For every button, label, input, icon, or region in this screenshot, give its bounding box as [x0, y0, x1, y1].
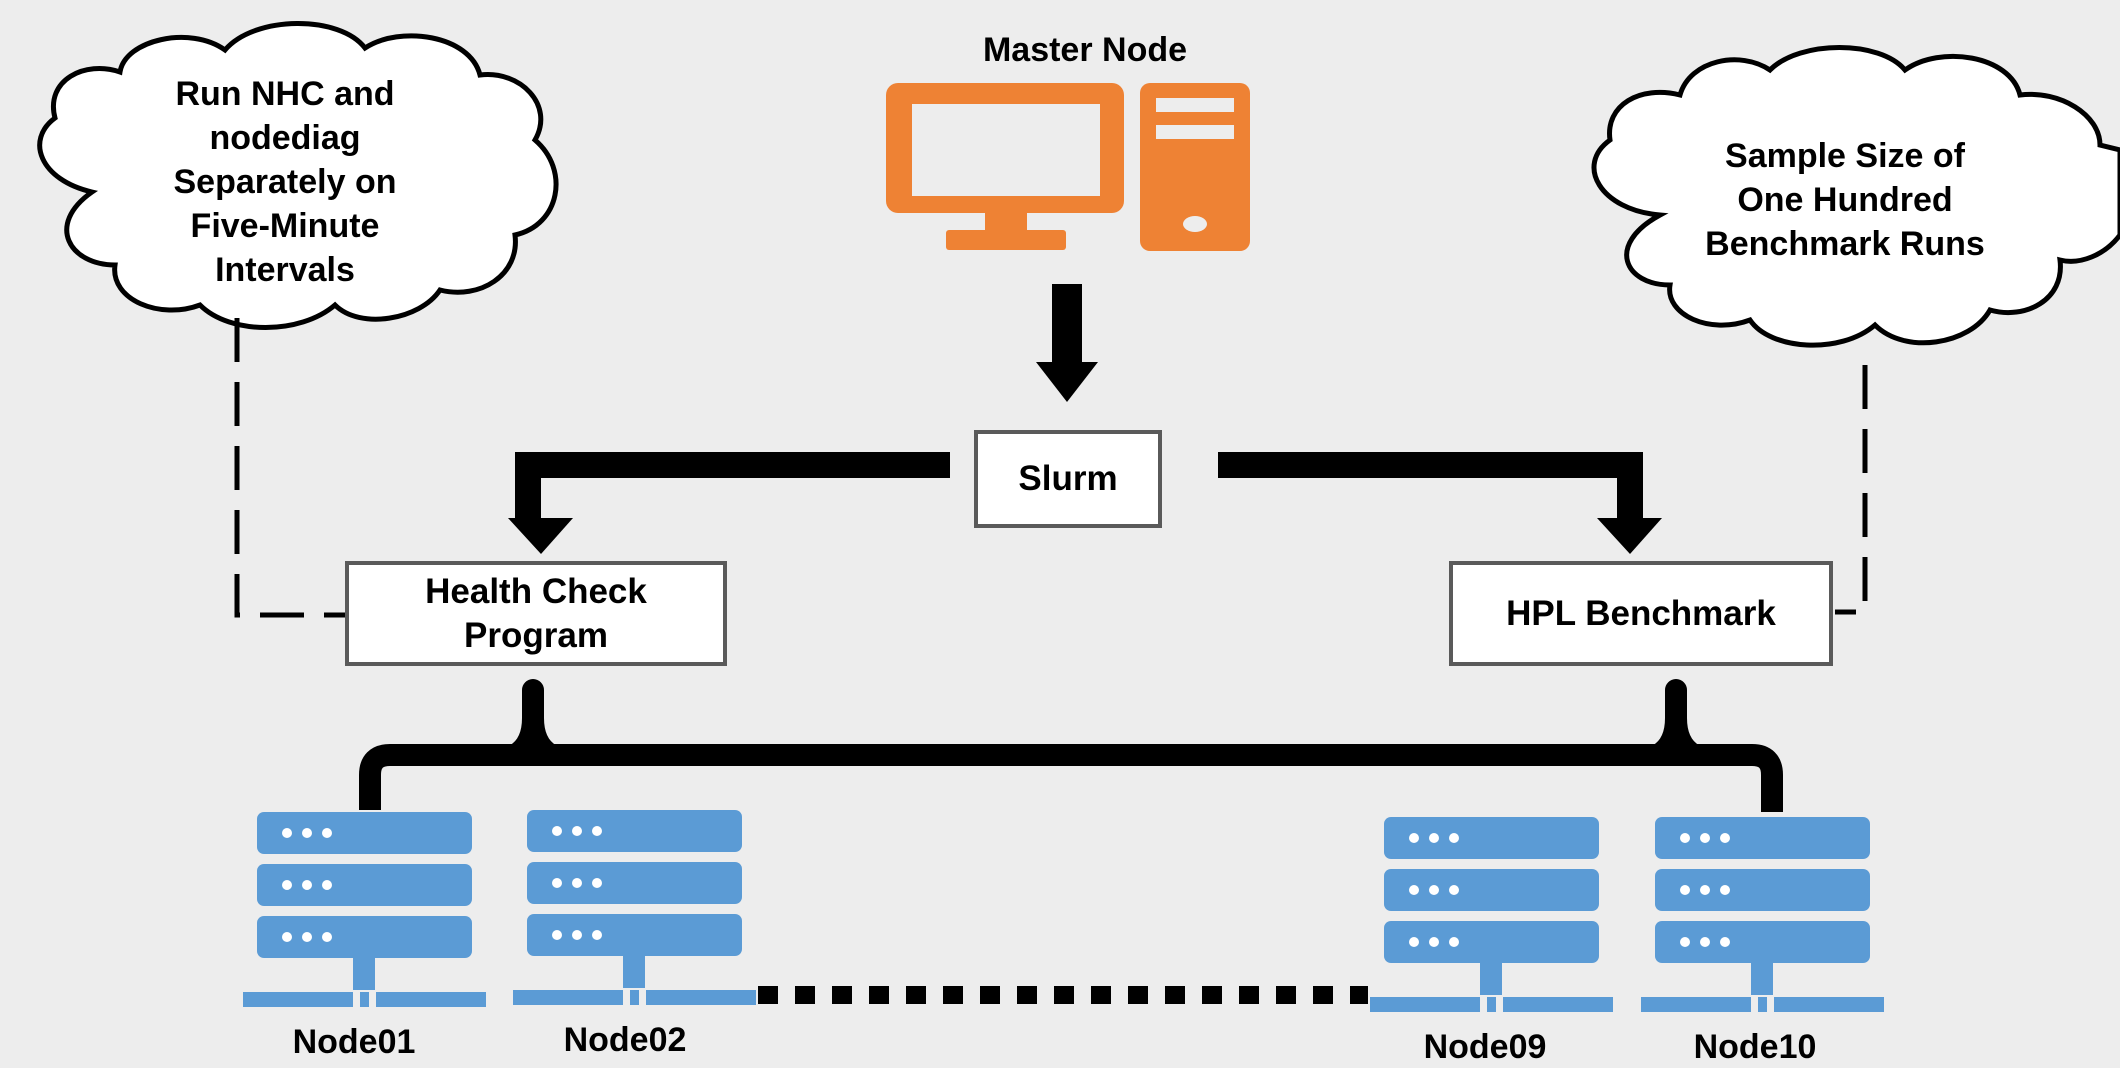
hpl-benchmark-label: HPL Benchmark	[1506, 593, 1776, 633]
cloud-right-text: Sample Size of One Hundred Benchmark Run…	[1660, 134, 2030, 266]
arrow-master-to-slurm	[1036, 284, 1098, 402]
tower-icon	[1140, 83, 1250, 251]
server-icon-node02	[513, 810, 756, 1005]
node-bus-connector	[359, 679, 1783, 812]
cloud-right-line: Sample Size of	[1725, 137, 1965, 175]
health-check-box: Health Check Program	[345, 561, 727, 666]
server-icon-node10	[1641, 817, 1884, 1012]
arrow-slurm-to-health-check	[508, 452, 950, 554]
health-check-label-line2: Program	[464, 615, 608, 655]
slurm-label: Slurm	[1018, 459, 1118, 498]
cloud-left-text: Run NHC and nodediag Separately on Five-…	[100, 72, 470, 292]
dashed-connector-right	[1835, 365, 1868, 615]
cloud-left-shape	[37, 21, 559, 330]
hpl-benchmark-box: HPL Benchmark	[1449, 561, 1833, 666]
health-check-label-line1: Health Check	[425, 571, 647, 611]
server-icon-node09	[1370, 817, 1613, 1012]
master-node-label: Master Node	[982, 31, 1188, 69]
arrow-slurm-to-benchmark	[1218, 452, 1662, 554]
node-label-node09: Node09	[1423, 1028, 1547, 1066]
dashed-connector-left	[234, 318, 346, 618]
cloud-left-line: Five-Minute	[190, 207, 380, 245]
cloud-right-shape	[1591, 45, 2120, 348]
monitor-icon	[886, 83, 1124, 250]
cloud-right	[1591, 45, 2120, 348]
cloud-right-line: One Hundred	[1737, 181, 1953, 219]
cloud-left-line: Intervals	[215, 251, 355, 289]
node-label-node02: Node02	[563, 1021, 687, 1059]
node-label-node01: Node01	[292, 1023, 416, 1061]
cloud-right-line: Benchmark Runs	[1705, 225, 1985, 263]
slurm-box: Slurm	[974, 430, 1162, 528]
server-icon-node01	[243, 812, 486, 1007]
cloud-left	[37, 21, 559, 330]
cloud-left-line: Separately on	[173, 163, 397, 201]
node-label-node10: Node10	[1693, 1028, 1817, 1066]
cloud-left-line: Run NHC and	[175, 75, 395, 113]
cloud-left-line: nodediag	[209, 119, 361, 157]
